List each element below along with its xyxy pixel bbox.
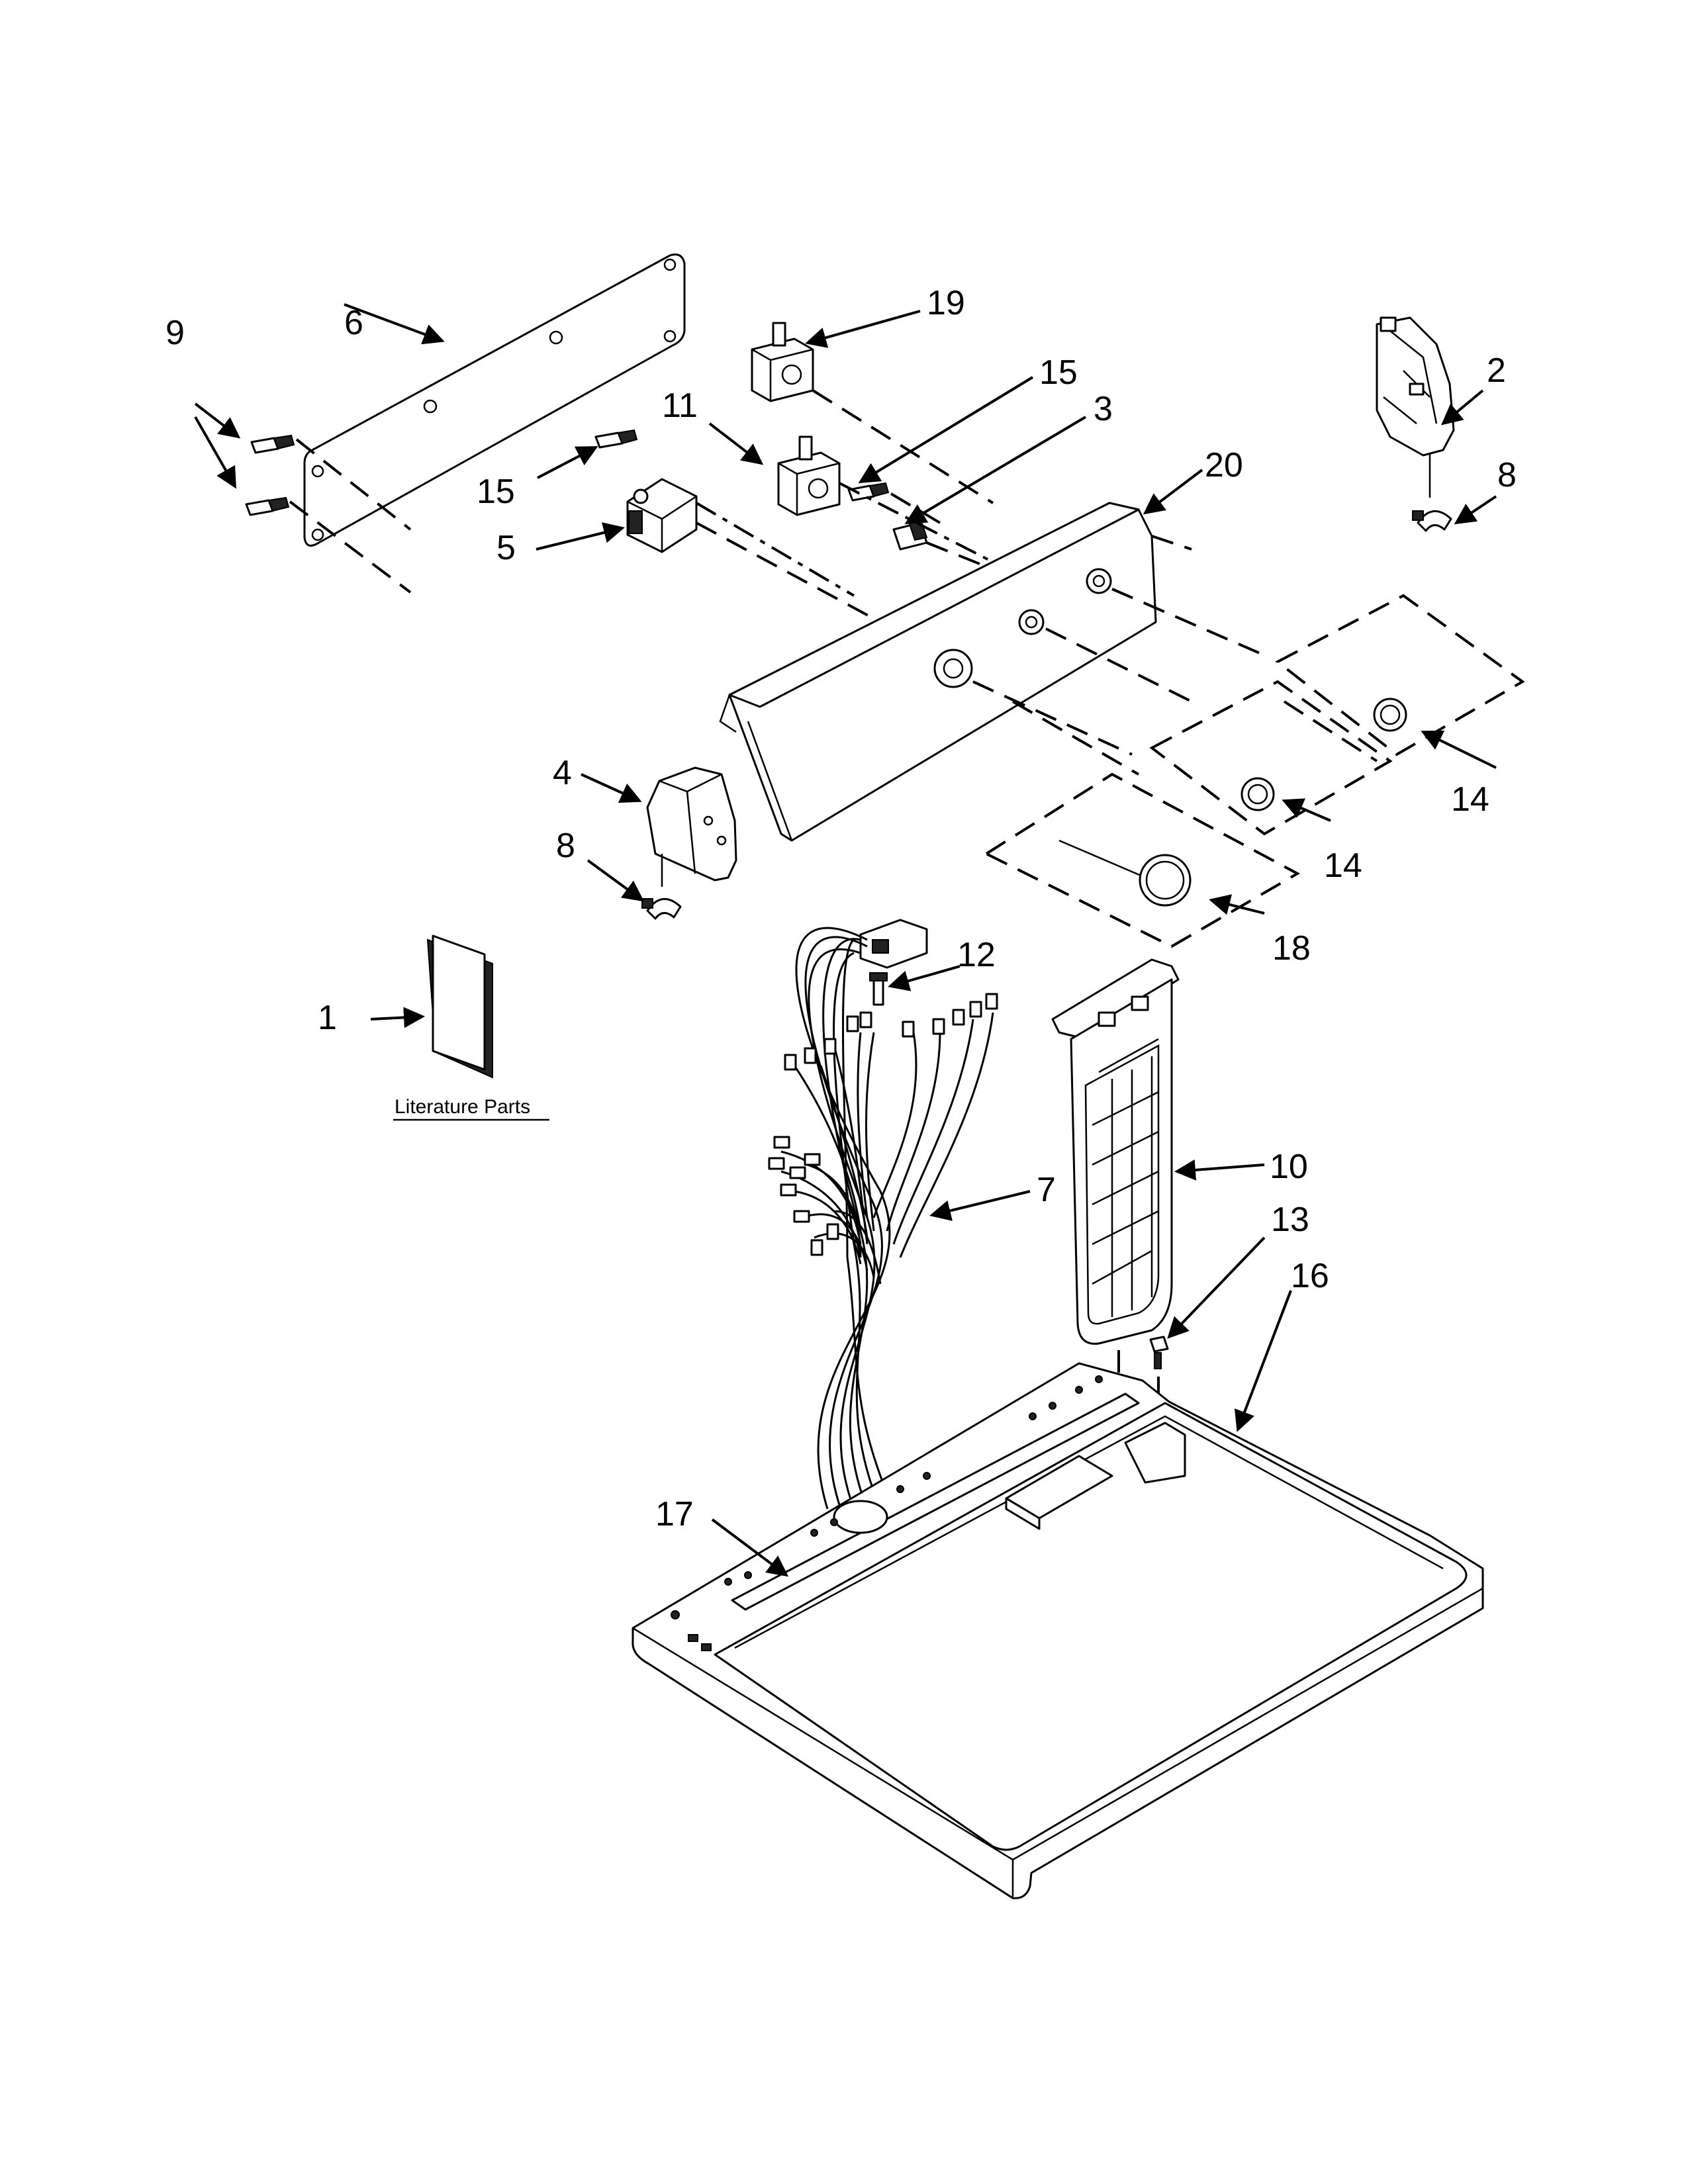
- callout-10: 10: [1270, 1148, 1308, 1186]
- clip-part-8-left: [641, 854, 682, 920]
- screw-part-13: [1149, 1336, 1169, 1369]
- callout-7: 7: [1037, 1171, 1056, 1209]
- rear-bracket-plate: [303, 253, 686, 547]
- screw-part-9-lower: [245, 496, 290, 516]
- callout-13: 13: [1271, 1201, 1309, 1239]
- callout-1: 1: [318, 999, 337, 1037]
- callout-4: 4: [553, 754, 572, 792]
- literature-parts-label: Literature Parts: [393, 1096, 549, 1121]
- callout-6: 6: [344, 304, 363, 342]
- callout-18: 18: [1272, 929, 1311, 968]
- knob-part-14-upper: [1275, 594, 1525, 762]
- screw-part-9-upper: [250, 434, 295, 454]
- wire-harness: [780, 927, 994, 1510]
- screw-part-15-left: [594, 429, 638, 449]
- callout-9: 9: [165, 314, 185, 352]
- screw-dash-lines: [289, 438, 412, 594]
- switch-part-19: [751, 322, 814, 402]
- callout-19: 19: [927, 284, 965, 322]
- screw-part-12: [869, 972, 888, 1006]
- callout-20: 20: [1205, 446, 1243, 484]
- callout-3: 3: [1094, 390, 1113, 428]
- callout-12: 12: [957, 936, 996, 974]
- callout-14-lower: 14: [1324, 846, 1362, 885]
- literature-booklet: [426, 934, 493, 1079]
- clip-part-8-right: [1412, 454, 1452, 532]
- callout-15-left: 15: [477, 473, 515, 511]
- switch-part-11: [777, 435, 841, 516]
- wire-harness-connector: [859, 919, 928, 969]
- callout-5: 5: [496, 529, 516, 567]
- knob-part-18: [983, 772, 1301, 948]
- knob-part-14-lower: [1149, 680, 1393, 836]
- callout-2: 2: [1487, 351, 1506, 390]
- end-cap-part-4: [646, 766, 737, 882]
- console-panel: [719, 502, 1157, 842]
- wire-terminals: [768, 993, 998, 1256]
- top-panel: [632, 1362, 1484, 1899]
- lint-filter: [1051, 958, 1180, 1345]
- callout-14-upper: 14: [1451, 780, 1489, 819]
- bracket-part-2: [1376, 316, 1455, 457]
- knob-alignment-lines: [972, 535, 1265, 776]
- literature-parts-text: Literature Parts: [395, 1096, 530, 1118]
- callout-11: 11: [662, 387, 698, 425]
- callout-15-right: 15: [1039, 353, 1078, 392]
- switch-part-5: [626, 478, 698, 553]
- callout-17: 17: [655, 1495, 694, 1533]
- leader-arrows: [194, 303, 1497, 1577]
- callout-labels: 6 9 15 5 11 19 15 3 20 2 8 4 8 14 14 18 …: [165, 284, 1517, 1533]
- callout-8-right: 8: [1497, 456, 1517, 494]
- callout-8-left: 8: [556, 827, 575, 865]
- callout-16: 16: [1291, 1257, 1329, 1295]
